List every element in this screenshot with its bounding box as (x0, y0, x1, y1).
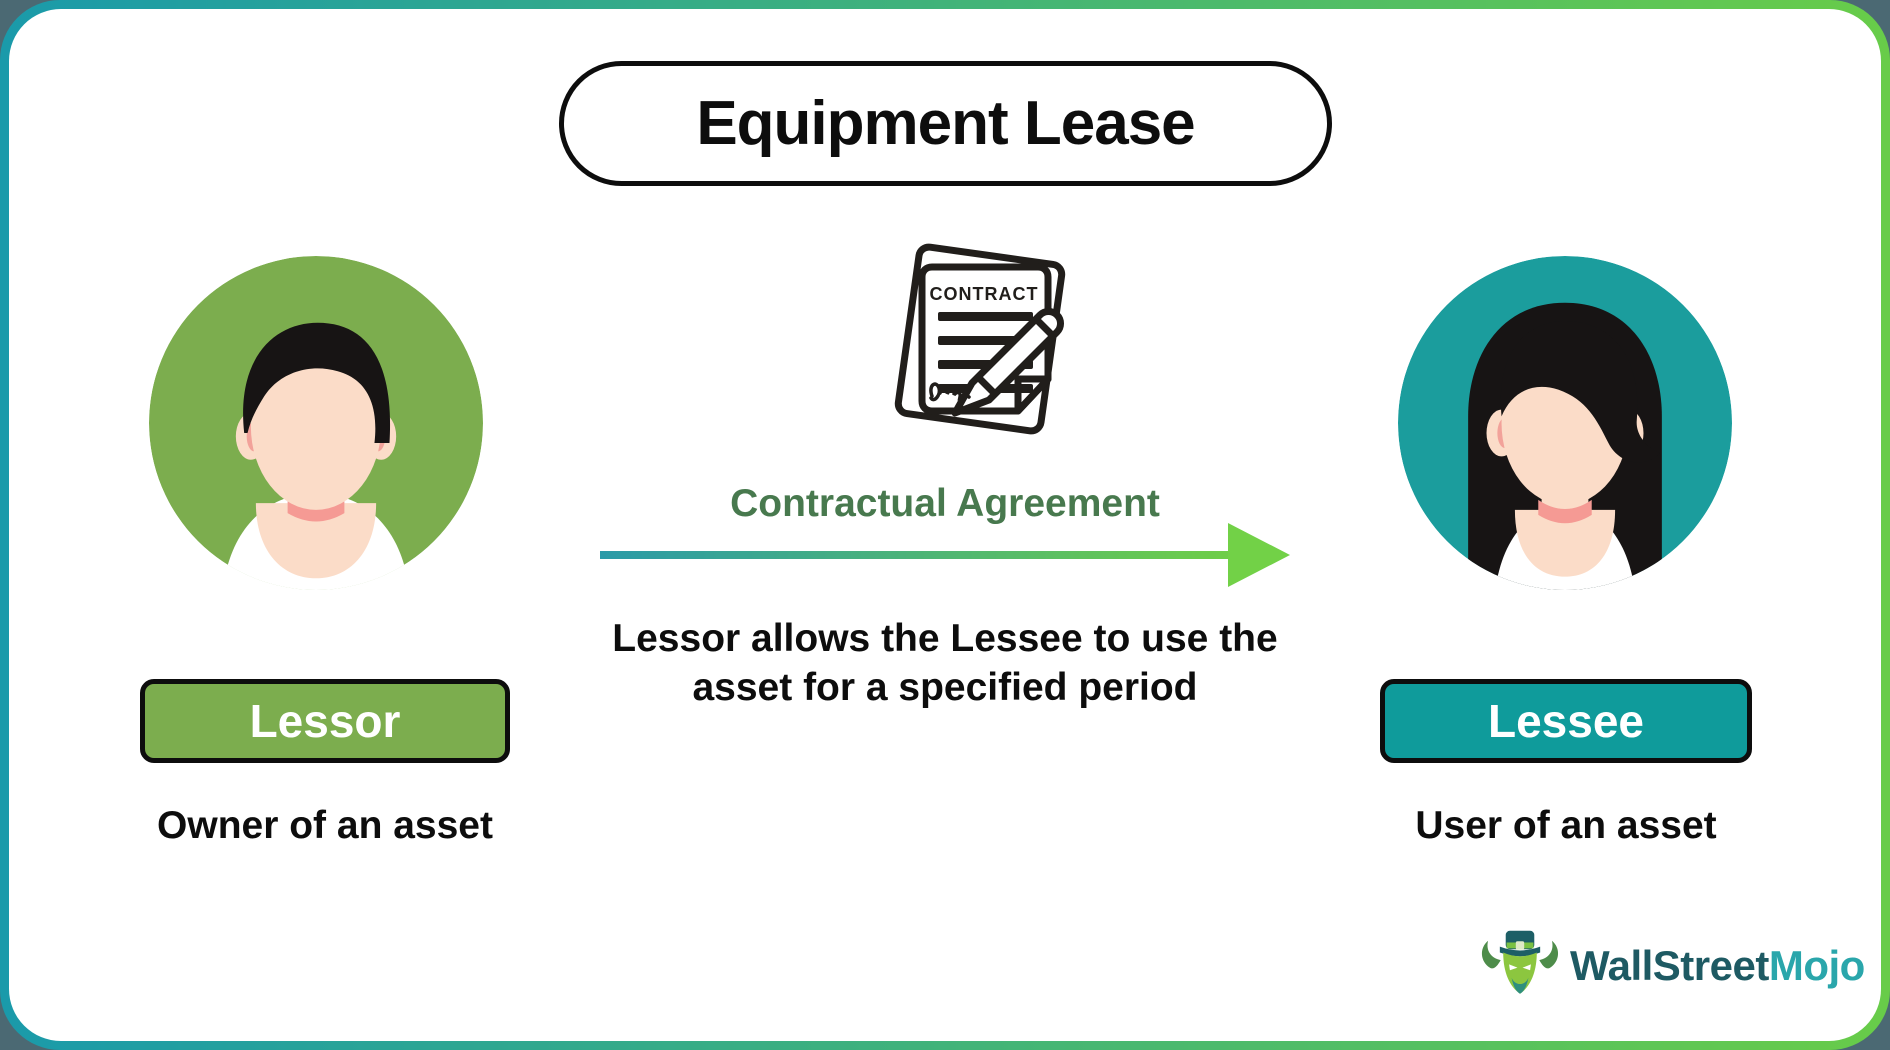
hat-brim (1499, 946, 1541, 957)
lessee-badge-label: Lessee (1487, 695, 1644, 747)
note-line-1: Lessor allows the Lessee to use the (612, 617, 1278, 660)
agreement-note: Lessor allows the Lessee to use the asse… (545, 614, 1345, 712)
chest (1514, 509, 1616, 577)
hair (243, 322, 391, 444)
right-eye (1522, 964, 1531, 971)
bull-face (1503, 952, 1537, 994)
left-eye (1509, 964, 1518, 971)
wallstreetmojo-bull-icon (1481, 930, 1559, 994)
lessee-caption: User of an asset (1415, 804, 1717, 847)
lessor-badge: Lessor (140, 679, 510, 763)
arrow-head (1228, 523, 1290, 587)
agreement-heading: Contractual Agreement (730, 482, 1160, 525)
chest (255, 503, 377, 579)
lessee-avatar female-person-avatar-icon (1398, 256, 1732, 590)
hat-buckle (1515, 941, 1525, 950)
arrow-shaft (600, 551, 1232, 559)
lessor-avatar male-person-avatar-icon (149, 256, 483, 590)
brand-logo: WallStreetMojo (1478, 922, 1865, 1010)
bull-muzzle (1511, 977, 1529, 994)
front-hair (1500, 321, 1661, 463)
brand-name: WallStreetMojo (1570, 942, 1865, 990)
note-line-2: asset for a specified period (692, 666, 1198, 709)
pen-icon (951, 308, 1064, 417)
lessee-badge: Lessee (1380, 679, 1752, 763)
signature-squiggle (929, 382, 971, 402)
left-horn (1481, 940, 1501, 969)
pen-nib (955, 399, 964, 413)
brand-name-mojo: Mojo (1768, 942, 1865, 989)
brand-name-wallstreet: WallStreet (1570, 942, 1769, 989)
title-pill: Equipment Lease (559, 61, 1332, 186)
contract-icon contract-document-with-pen-icon: CONTRACT (894, 243, 1066, 435)
neck-shadow (1538, 499, 1592, 524)
face (250, 342, 382, 510)
page-title: Equipment Lease (696, 89, 1195, 158)
lessor-badge-label: Lessor (249, 695, 401, 747)
right-horn (1539, 940, 1559, 969)
contract-label: CONTRACT (930, 284, 1039, 304)
agreement-arrow gradient-right-arrow-icon (600, 523, 1290, 587)
lessor-caption: Owner of an asset (157, 804, 493, 847)
